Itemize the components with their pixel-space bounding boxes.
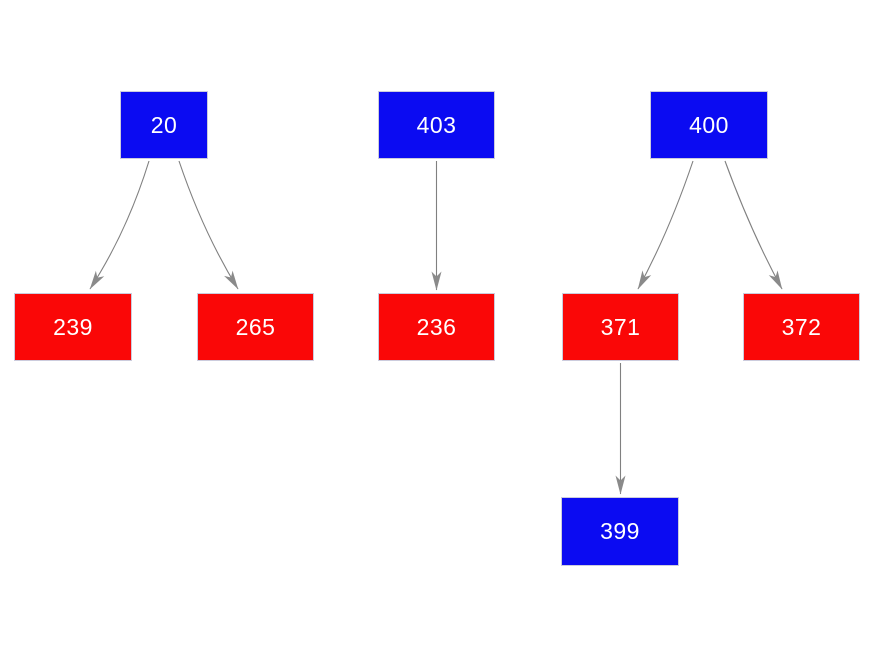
edge-400-372 [724, 160, 783, 290]
graph-node-403: 403 [378, 91, 495, 159]
graph-node-265: 265 [197, 293, 314, 361]
graph-node-400: 400 [650, 91, 768, 159]
graph-node-371: 371 [562, 293, 679, 361]
graph-node-399: 399 [561, 497, 679, 566]
graph-node-372: 372 [743, 293, 860, 361]
edge-20-239 [89, 160, 150, 290]
graph-node-239: 239 [14, 293, 132, 361]
graph-node-236: 236 [378, 293, 495, 361]
edge-400-371 [637, 160, 694, 290]
edge-20-265 [178, 160, 239, 290]
graph-node-20: 20 [120, 91, 208, 159]
